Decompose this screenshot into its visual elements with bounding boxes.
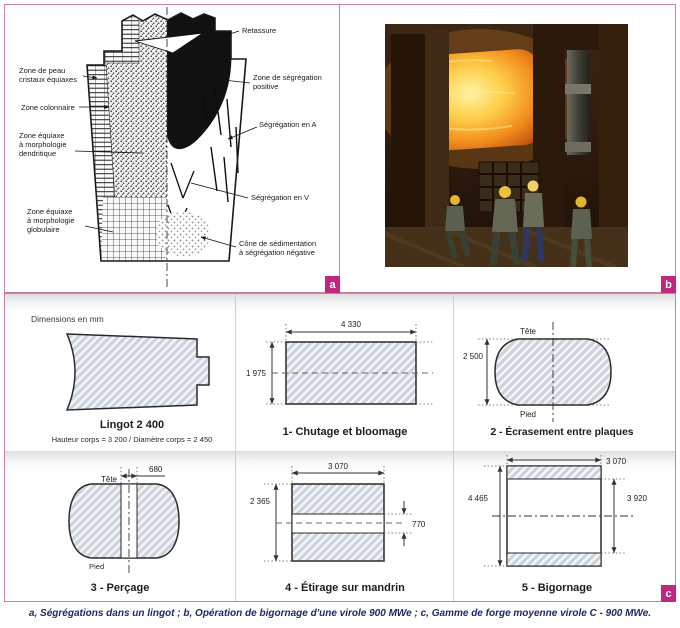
ingot-outline	[86, 12, 247, 262]
step5-diagram: 3 070 4 465 3 920 5 - Bigornage	[468, 455, 648, 594]
step3-title: 3 - Perçage	[91, 582, 150, 594]
step4-title: 4 - Étirage sur mandrin	[285, 581, 405, 594]
worker-2	[489, 186, 521, 266]
step2-bottom-label: Pied	[520, 410, 536, 419]
step2-title: 2 - Écrasement entre plaques	[490, 425, 633, 438]
segregation-v-label: Ségrégation en V	[251, 193, 309, 202]
cell-step2: 2 500 Tête Pied 2 - Écrasement entre pla…	[454, 294, 675, 451]
step3-bore-dim: 680	[149, 465, 163, 474]
zone-globulaire-label-2: à morphologie	[27, 216, 75, 225]
cone-sedimentation-label: Cône de sédimentation	[239, 239, 316, 248]
step5-width-dim: 3 070	[606, 457, 627, 466]
step4-width-dim: 3 070	[328, 462, 349, 471]
step3-top-label: Tête	[101, 475, 118, 484]
segregation-positive-label-2: positive	[253, 82, 278, 91]
zone-peau-label-2: cristaux équiaxes	[19, 75, 77, 84]
worker-4	[570, 196, 592, 267]
cell-step4: 3 070 2 365 770 4 - Étirage sur mandrin	[236, 451, 454, 601]
lingot-subtitle: Hauteur corps = 3 200 / Diamètre corps =…	[52, 435, 213, 444]
step1-height-dim: 1 975	[246, 369, 267, 378]
cell-step1: 4 330 1 975 1- Chutage et bloomage	[236, 294, 454, 451]
figure-caption: a, Ségrégations dans un lingot ; b, Opér…	[28, 608, 652, 619]
lingot-shape	[65, 333, 210, 411]
panel-forging-photo: b	[339, 4, 676, 293]
step5-bottom-wall	[506, 552, 602, 567]
forging-press-photo	[385, 24, 628, 267]
sedimentation-cone	[156, 211, 210, 257]
forging-cells: Dimensions en mm Lingot 2 400 Hauteur co…	[5, 294, 675, 601]
step3-diagram: 680 Tête Pied 3 - Perçage	[68, 465, 180, 594]
step5-outer-height-dim: 4 465	[468, 494, 489, 503]
step4-height-dim: 2 365	[250, 497, 271, 506]
workers	[445, 180, 592, 267]
panel-forging-sequence: Dimensions en mm Lingot 2 400 Hauteur co…	[4, 293, 676, 602]
cell-step3: 680 Tête Pied 3 - Perçage	[5, 451, 236, 601]
shrinkage-cavity-wedge	[134, 32, 204, 54]
zone-peau-label: Zone de peau	[19, 66, 65, 75]
panel-ingot-segregations: Zone de peau cristaux équiaxes Zone colo…	[4, 4, 340, 293]
forging-photo-art	[385, 24, 628, 267]
zone-dendritique-label-2: à morphologie	[19, 140, 67, 149]
step2-top-label: Tête	[520, 327, 537, 336]
step5-top-wall	[506, 465, 602, 480]
step4-diagram: 3 070 2 365 770 4 - Étirage sur mandrin	[250, 462, 426, 594]
step5-inner-height-dim: 3 920	[627, 494, 648, 503]
worker-1	[445, 195, 471, 260]
retassure-label: Retassure	[242, 26, 276, 35]
step2-diagram: 2 500 Tête Pied 2 - Écrasement entre pla…	[463, 322, 634, 438]
segregation-positive-label: Zone de ségrégation	[253, 73, 322, 82]
segregation-a-label: Ségrégation en A	[259, 120, 317, 129]
right-zone-labels: Retassure Zone de ségrégation positive S…	[190, 26, 322, 257]
panel-c-tag: c	[661, 585, 676, 602]
step4-bore-dim: 770	[412, 520, 426, 529]
zone-dendritique-label-3: dendritique	[19, 149, 56, 158]
cell-step5: 3 070 4 465 3 920 5 - Bigornage	[454, 451, 675, 601]
cone-sedimentation-label-2: à ségrégation négative	[239, 248, 315, 257]
worker-3	[522, 180, 544, 262]
ingot-diagram: Zone de peau cristaux équiaxes Zone colo…	[19, 7, 322, 287]
step1-width-dim: 4 330	[341, 320, 362, 329]
lingot-diagram: Dimensions en mm Lingot 2 400 Hauteur co…	[31, 314, 213, 444]
units-note: Dimensions en mm	[31, 314, 104, 324]
step3-bottom-label: Pied	[89, 562, 104, 571]
step1-diagram: 4 330 1 975 1- Chutage et bloomage	[246, 320, 433, 438]
zone-globulaire-label: Zone équiaxe	[27, 207, 72, 216]
zone-globulaire-label-3: globulaire	[27, 225, 60, 234]
zone-dendritique-label: Zone équiaxe	[19, 131, 64, 140]
ingot-left-half-textures	[87, 13, 167, 261]
cell-lingot: Dimensions en mm Lingot 2 400 Hauteur co…	[5, 294, 236, 451]
press-columns	[391, 24, 628, 267]
panel-b-tag: b	[661, 276, 676, 293]
lingot-title: Lingot 2 400	[100, 419, 164, 431]
step1-title: 1- Chutage et bloomage	[283, 426, 408, 438]
panel-a-tag: a	[325, 276, 340, 293]
zone-colonnaire-label: Zone colonnaire	[21, 103, 75, 112]
step2-height-dim: 2 500	[463, 352, 484, 361]
left-zone-labels: Zone de peau cristaux équiaxes Zone colo…	[19, 66, 144, 234]
step5-shape	[506, 465, 602, 567]
positive-segregation-blob	[167, 13, 232, 150]
ingot-right-half-marks	[167, 13, 232, 150]
step5-title: 5 - Bigornage	[522, 582, 592, 594]
